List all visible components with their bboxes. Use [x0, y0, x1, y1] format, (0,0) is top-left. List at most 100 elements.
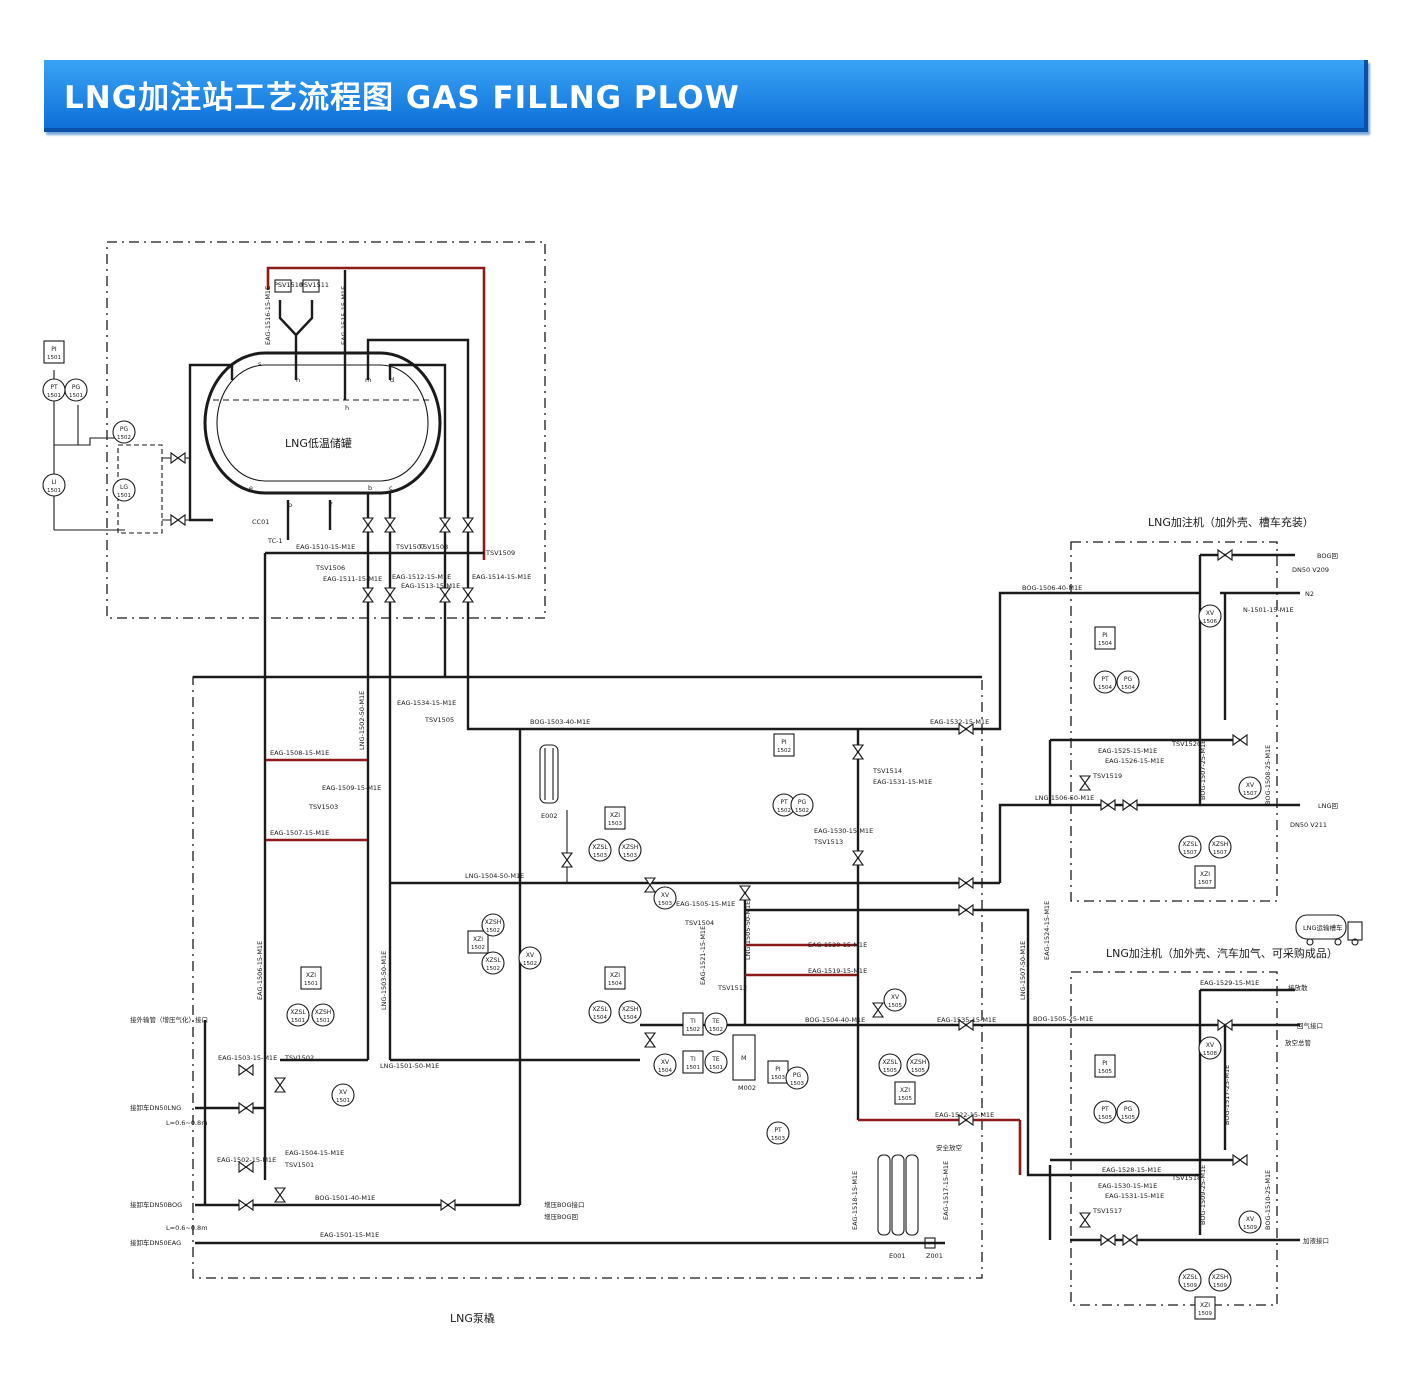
- lng1502-label: LNG-1502-50-M1E: [358, 691, 366, 750]
- bog1509-label: BOG-1509-25-M1E: [1199, 1165, 1207, 1225]
- instrument-number: 1502: [471, 945, 485, 951]
- instrument-bubble: [1238, 776, 1262, 800]
- tsv1514-label: TSV1514: [872, 767, 902, 775]
- valve-h9: [958, 876, 974, 890]
- instrument-bubble: [1194, 1296, 1216, 1320]
- instrument-bubble: [704, 1012, 728, 1036]
- instrument-bubble: [1178, 1268, 1202, 1292]
- side-label-2: 接卸车DN50LNG: [130, 1103, 181, 1112]
- nozzle-p: p: [288, 501, 292, 509]
- instrument-bubble: [518, 946, 542, 970]
- instrument-bubble: [878, 1053, 902, 1077]
- instrument-bubble: [653, 886, 677, 910]
- eag1528-label: EAG-1528-15-M1E: [1102, 1166, 1161, 1174]
- instrument-tag: XV: [661, 892, 670, 899]
- instrument-number: 1501: [47, 488, 61, 494]
- dispenser1-boundary: [1070, 541, 1278, 902]
- eag1535-label: EAG-1535-15-M1E: [937, 1016, 996, 1024]
- eag1530-label: EAG-1530-15-M1E: [814, 827, 873, 835]
- instrument-number: 1503: [593, 853, 607, 859]
- eag1526-label: EAG-1526-15-M1E: [1105, 757, 1164, 765]
- nozzle-d: d: [390, 376, 394, 384]
- pump-m002: M: [732, 1034, 756, 1081]
- valve-h0: [238, 1063, 254, 1077]
- pump-skid-piping: [193, 675, 1022, 1245]
- side-label-6: 接卸车DN50EAG: [130, 1238, 181, 1247]
- m002-label: M002: [738, 1084, 756, 1092]
- instrument-bubble: [467, 930, 489, 954]
- eag1501-label: EAG-1501-15-M1E: [320, 1231, 379, 1239]
- eag1519-label: EAG-1519-15-M1E: [808, 967, 867, 975]
- instrument-bubble: [1116, 1100, 1140, 1124]
- svg-text:M: M: [741, 1054, 747, 1062]
- eag1510-label: EAG-1510-15-M1E: [296, 543, 355, 551]
- valve-h13: [1232, 733, 1248, 747]
- side-label-11: 接放散: [1288, 983, 1308, 992]
- eag1514-label: EAG-1514-15-M1E: [472, 573, 531, 581]
- instrument-number: 1509: [1243, 1225, 1257, 1231]
- instrument-number: 1505: [1121, 1115, 1135, 1121]
- instrument-tag: XZI: [900, 1087, 910, 1094]
- instrument-number: 1509: [1198, 1311, 1212, 1317]
- side-label-10: 放空总管: [1285, 1038, 1312, 1047]
- instrument-tag: XZSH: [1212, 1274, 1229, 1281]
- dispenser-2-piping: LNG加注机（加外壳、汽车加气、可采购成品） LNG-1507-50-M1E E…: [982, 901, 1338, 1245]
- side-label-4: 接卸车DN50BOG: [130, 1200, 182, 1209]
- instrument-bubble: [588, 838, 612, 862]
- dispenser-1-piping: LNG加注机（加外壳、槽车充装） BOG-1506-40-M1E N-1501-…: [982, 515, 1338, 885]
- valve-h11: [958, 1018, 974, 1032]
- instrument-tag: PT: [1101, 676, 1109, 683]
- instrument-number: 1505: [911, 1068, 925, 1074]
- side-label-8: 增压BOG回: [544, 1212, 578, 1221]
- instrument-bubble: [604, 966, 626, 990]
- instrument-tag: XV: [661, 1059, 670, 1066]
- instrument-bubble: [785, 1066, 809, 1090]
- instrument-number: 1501: [304, 981, 318, 987]
- eag1520-label: EAG-1520-15-M1E: [808, 941, 867, 949]
- psv1510-label: PSV1510: [274, 281, 303, 289]
- instrument-tag: XZSL: [1182, 1274, 1198, 1281]
- nozzle-c: c: [389, 484, 393, 492]
- instrument-bubble: [1093, 670, 1117, 694]
- instrument-layer: PI1501PT1501PG1501LI1501PG1502LG1501PI15…: [42, 340, 1262, 1320]
- bog1510-label: BOG-1510-25-M1E: [1264, 1170, 1272, 1230]
- instrument-number: 1502: [686, 1027, 700, 1033]
- bog1503-label: BOG-1503-40-M1E: [530, 718, 590, 726]
- instrument-tag: XV: [1206, 1042, 1215, 1049]
- eag1517-label: EAG-1517-15-M1E: [942, 1161, 950, 1220]
- instrument-tag: XZSL: [1182, 841, 1198, 848]
- instrument-number: 1505: [883, 1068, 897, 1074]
- instrument-bubble: [112, 420, 136, 444]
- instrument-tag: PT: [774, 1127, 782, 1134]
- instrument-number: 1502: [486, 928, 500, 934]
- title-banner: LNG加注站工艺流程图 GAS FILLNG PLOW: [44, 60, 1368, 132]
- dispenser2-label: LNG加注机（加外壳、汽车加气、可采购成品）: [1106, 946, 1338, 960]
- tsv1508-label: TSV1508: [418, 543, 448, 551]
- instrument-number: 1501: [47, 393, 61, 399]
- tsv1501-label: TSV1501: [284, 1161, 314, 1169]
- n2-label: N2: [1305, 590, 1314, 598]
- instrument-number: 1506: [1203, 619, 1217, 625]
- vaporizer-e001: [877, 1154, 936, 1249]
- instrument-number: 1505: [1098, 1115, 1112, 1121]
- eag1515-label: EAG-1515-15-M1E: [340, 286, 348, 345]
- instrument-bubble: [883, 988, 907, 1012]
- valve-v17: [643, 1032, 657, 1048]
- valve-h7: [1122, 1233, 1138, 1247]
- valve-v11: [851, 850, 865, 866]
- valve-layer: [170, 451, 1248, 1247]
